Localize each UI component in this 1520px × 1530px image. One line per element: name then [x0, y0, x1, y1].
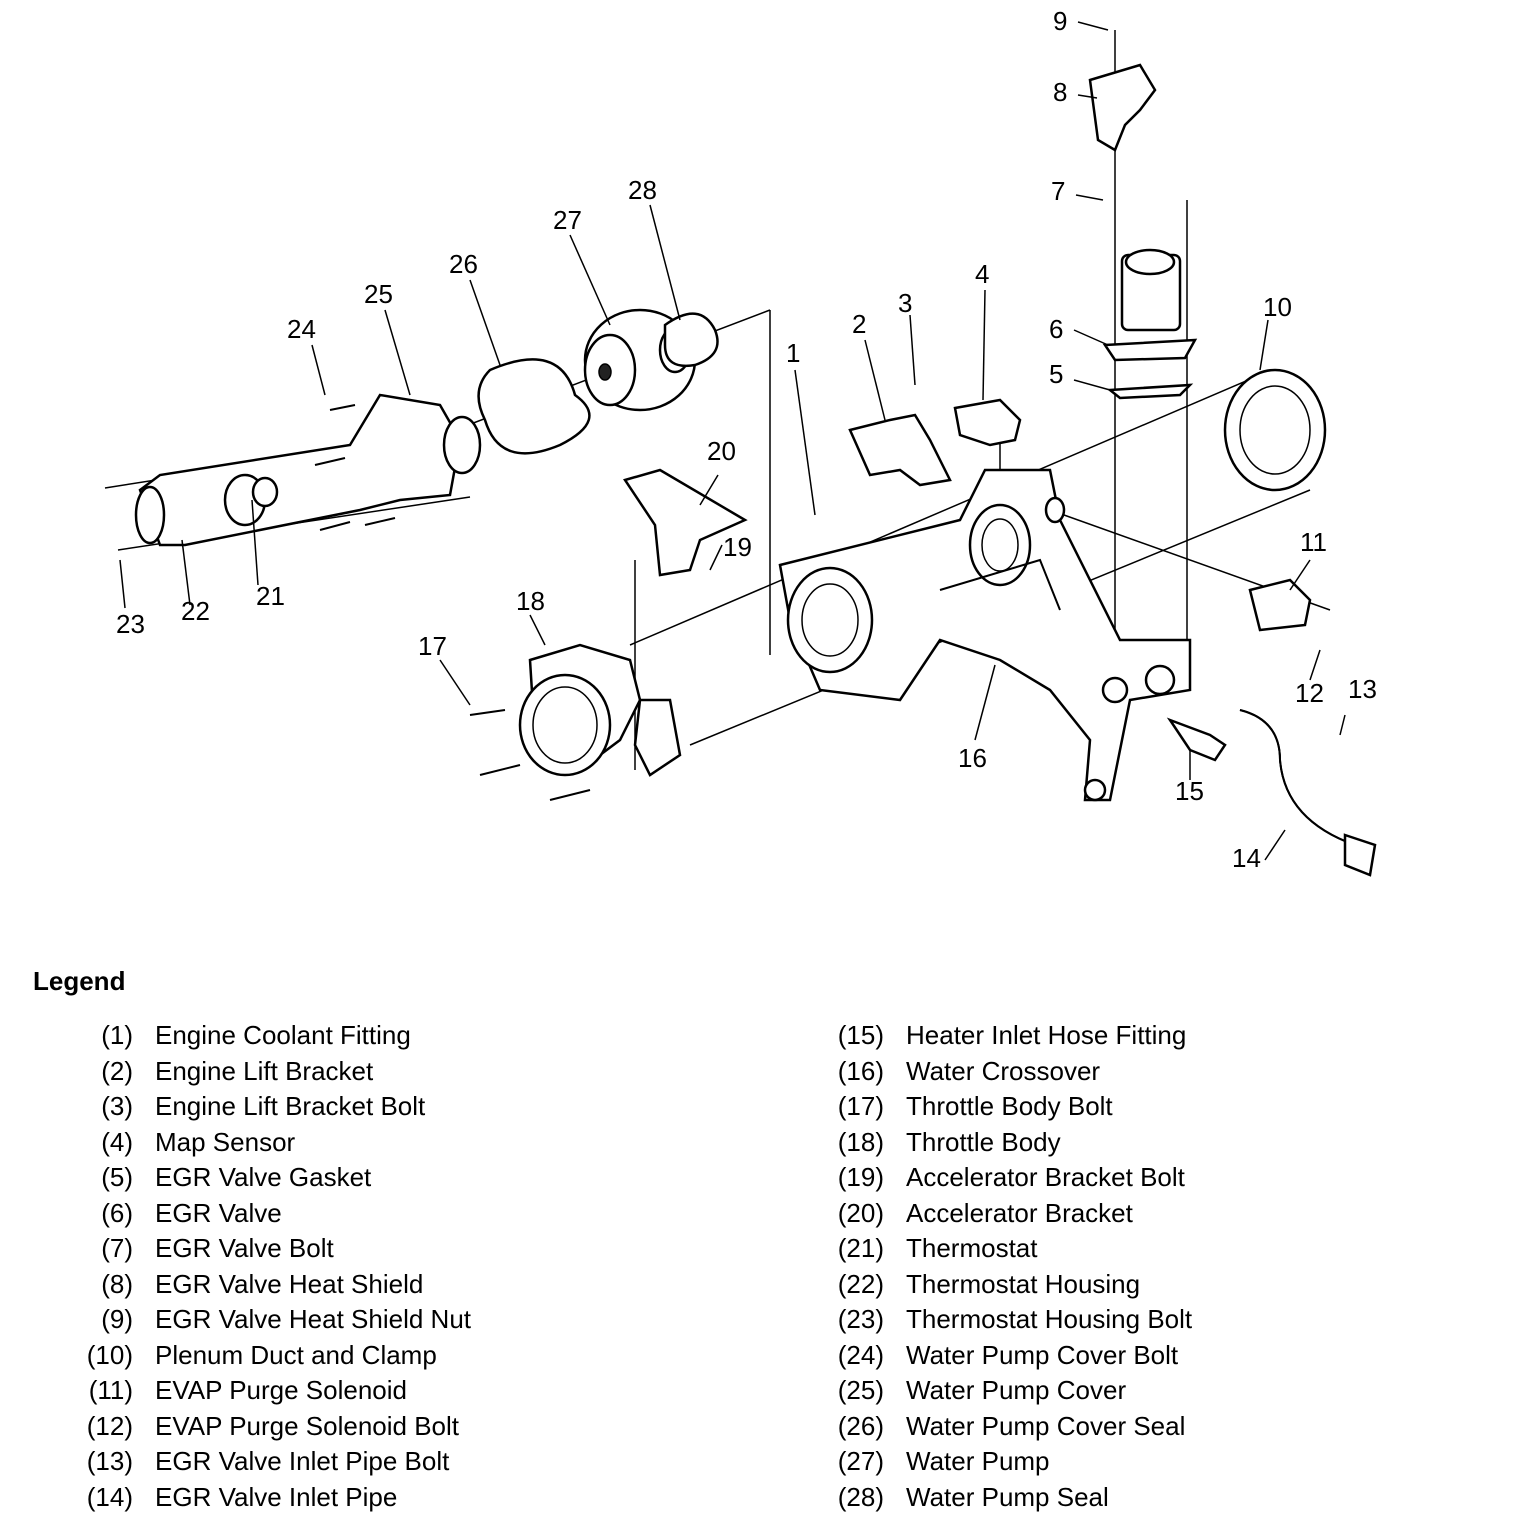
- callout-8: 8: [1053, 77, 1067, 107]
- engine-lift-bracket-drawing: [848, 413, 952, 487]
- legend-list-left: (1)Engine Coolant Fitting (2)Engine Lift…: [75, 1018, 471, 1515]
- legend-item: (11)EVAP Purge Solenoid: [88, 1375, 407, 1405]
- callout-12: 12: [1295, 678, 1324, 708]
- legend-item: (14)EGR Valve Inlet Pipe: [86, 1481, 398, 1512]
- legend-item: (26)Water Pump Cover Seal: [837, 1410, 1186, 1441]
- legend-item: (20)Accelerator Bracket: [837, 1197, 1133, 1228]
- callout-26: 26: [449, 249, 478, 279]
- leader-lines: [119, 21, 1346, 861]
- legend-item: (12)EVAP Purge Solenoid Bolt: [86, 1410, 460, 1441]
- legend-item: (15)Heater Inlet Hose Fitting: [837, 1020, 1187, 1050]
- callout-15: 15: [1175, 776, 1204, 806]
- callout-3: 3: [898, 288, 912, 318]
- callout-5: 5: [1049, 359, 1063, 389]
- callout-16: 16: [958, 743, 987, 773]
- callout-20: 20: [707, 436, 736, 466]
- legend-item: (24)Water Pump Cover Bolt: [837, 1339, 1179, 1370]
- callout-18: 18: [516, 586, 545, 616]
- evap-purge-solenoid-drawing: [1248, 578, 1312, 632]
- legend-item: (22)Thermostat Housing: [837, 1268, 1141, 1299]
- water-pump-cover-seal-drawing: [477, 358, 591, 455]
- legend-item: (28)Water Pump Seal: [837, 1481, 1109, 1512]
- legend-title: Legend: [33, 966, 126, 996]
- legend-item: (19)Accelerator Bracket Bolt: [837, 1162, 1185, 1192]
- callout-19: 19: [723, 532, 752, 562]
- legend-item: (5)EGR Valve Gasket: [101, 1162, 372, 1192]
- legend-item: (10)Plenum Duct and Clamp: [86, 1339, 437, 1370]
- legend-item: (9)EGR Valve Heat Shield Nut: [101, 1304, 471, 1334]
- callout-10: 10: [1263, 292, 1292, 322]
- callout-22: 22: [181, 596, 210, 626]
- callout-4: 4: [975, 259, 989, 289]
- callout-1: 1: [786, 338, 800, 368]
- callout-7: 7: [1051, 176, 1065, 206]
- legend-item: (17)Throttle Body Bolt: [837, 1091, 1113, 1121]
- throttle-body-drawing: [469, 643, 682, 801]
- legend-item: (16)Water Crossover: [837, 1055, 1101, 1086]
- legend-item: (23)Thermostat Housing Bolt: [837, 1304, 1193, 1334]
- water-crossover-drawing: [778, 468, 1192, 802]
- callout-24: 24: [287, 314, 316, 344]
- water-pump-cover-drawing: [134, 393, 482, 547]
- callout-9: 9: [1053, 6, 1067, 36]
- callout-2: 2: [852, 309, 866, 339]
- legend-list-right: (15)Heater Inlet Hose Fitting (16)Water …: [826, 1018, 1192, 1515]
- map-sensor-drawing: [953, 398, 1022, 447]
- legend-item: (27)Water Pump: [837, 1446, 1050, 1476]
- callout-25: 25: [364, 279, 393, 309]
- legend-item: (18)Throttle Body: [837, 1126, 1061, 1157]
- callout-labels: 1 2 3 4 5 6 7 8 9 10 11 12 13 14 15 16 1…: [116, 6, 1377, 873]
- plenum-duct-drawing: [1223, 368, 1327, 492]
- legend-item: (21)Thermostat: [837, 1233, 1038, 1263]
- egr-inlet-pipe-drawing: [1166, 709, 1377, 877]
- callout-11: 11: [1300, 527, 1327, 557]
- exploded-parts-diagram: 1 2 3 4 5 6 7 8 9 10 11 12 13 14 15 16 1…: [104, 6, 1377, 877]
- callout-23: 23: [116, 609, 145, 639]
- callout-27: 27: [553, 205, 582, 235]
- callout-21: 21: [256, 581, 285, 611]
- callout-28: 28: [628, 175, 657, 205]
- callout-14: 14: [1232, 843, 1261, 873]
- legend-item: (8)EGR Valve Heat Shield: [101, 1268, 424, 1299]
- legend-item: (4)Map Sensor: [101, 1126, 296, 1157]
- legend-item: (25)Water Pump Cover: [837, 1375, 1127, 1405]
- legend-item: (3)Engine Lift Bracket Bolt: [101, 1091, 426, 1121]
- water-pump-seal-drawing: [663, 312, 719, 368]
- legend-item: (2)Engine Lift Bracket: [101, 1055, 374, 1086]
- legend-item: (6)EGR Valve: [101, 1197, 282, 1228]
- callout-13: 13: [1348, 674, 1377, 704]
- callout-6: 6: [1049, 314, 1063, 344]
- legend-item: (13)EGR Valve Inlet Pipe Bolt: [86, 1446, 450, 1476]
- legend-item: (7)EGR Valve Bolt: [101, 1233, 334, 1263]
- callout-17: 17: [418, 631, 447, 661]
- accelerator-bracket-drawing: [623, 468, 748, 577]
- legend-item: (1)Engine Coolant Fitting: [101, 1020, 411, 1050]
- egr-valve-drawing: [1088, 63, 1198, 400]
